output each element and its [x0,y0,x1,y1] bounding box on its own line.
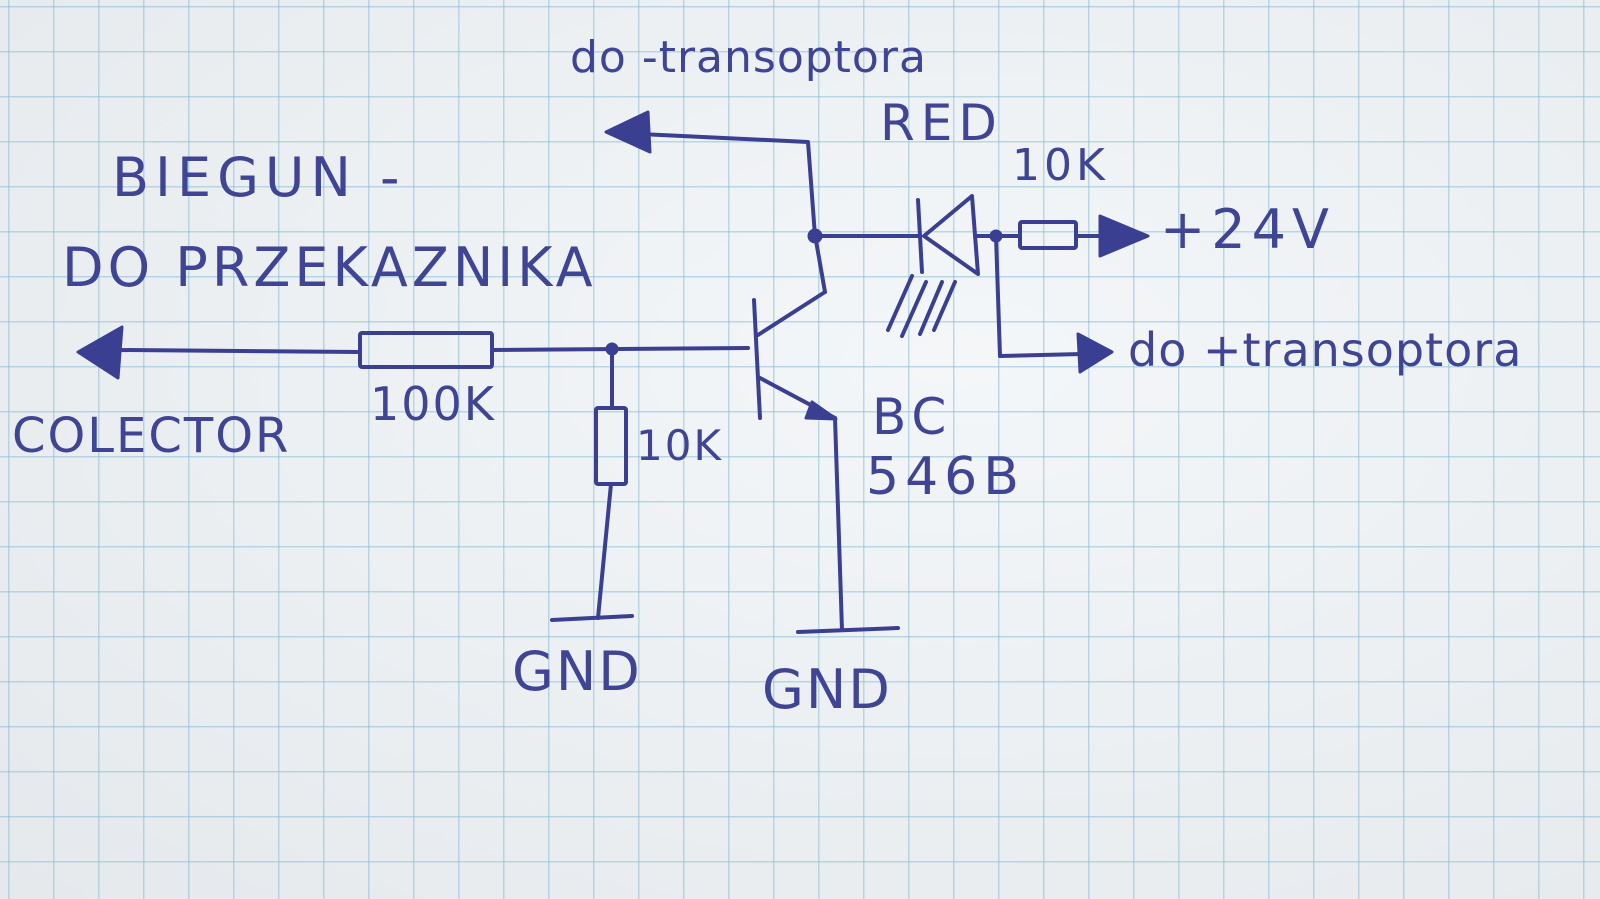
label-gnd-right: GND [762,658,892,721]
plus-output-arrow [1076,332,1114,374]
wire-collector-to-resistor [118,348,362,354]
led-body [922,194,980,276]
led-cathode-bar [916,198,924,274]
wire-collector-up [813,233,827,294]
label-resistor-led: 10K [1012,140,1109,191]
collector-arrow [76,325,124,380]
supply-arrow [1098,214,1150,258]
label-transistor-line2: 546B [866,447,1025,507]
wire-pulldown-bottom [596,482,613,620]
led-emission-rays [886,274,957,338]
wire-to-minus-output [638,132,817,238]
label-plus-output: do +transoptora [1128,323,1522,377]
resistor-100k [358,331,494,369]
transistor-collector-leg [756,290,827,337]
resistor-10k-led [1018,220,1078,250]
label-resistor-pulldown: 10K [636,421,723,470]
label-collector: COLECTOR [12,408,290,464]
transistor-base-bar [752,298,762,420]
wire-emitter-to-gnd [833,416,844,632]
label-pole-line2: DO PRZEKAZNIKA [62,236,597,299]
label-gnd-left: GND [512,640,642,703]
label-led-color: RED [880,94,1003,152]
resistor-10k-pulldown [594,406,628,486]
label-resistor-series: 100K [370,377,496,431]
label-pole-line1: BIEGUN - [112,146,406,209]
transistor-emitter-arrow [804,400,838,421]
wire-resistor-to-base [490,346,750,352]
label-minus-output: do -transoptora [570,32,927,83]
minus-output-arrow [604,110,652,154]
gnd-left-symbol [550,614,634,622]
wire-to-plus-output [994,234,1084,358]
gnd-right-symbol [796,626,900,634]
label-transistor-line1: BC [872,388,952,446]
label-supply: +24V [1160,198,1335,261]
